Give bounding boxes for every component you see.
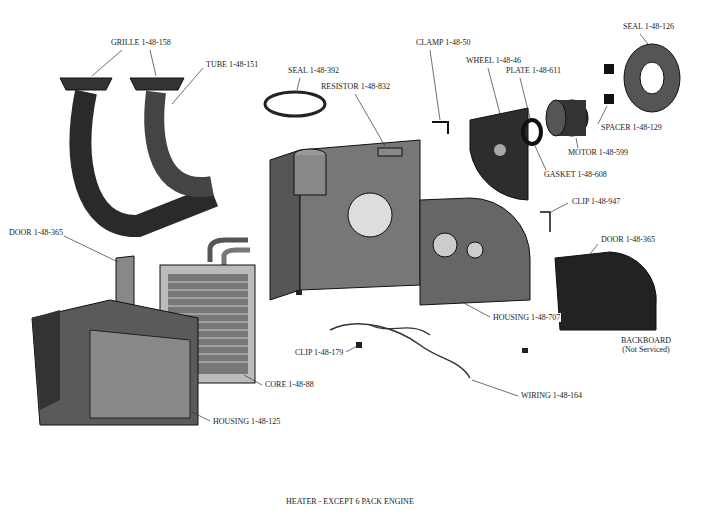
wheel [470,108,528,200]
part-label: CLIP 1-48-947 [571,197,621,206]
seal-ring [265,92,325,116]
clamp [432,122,448,134]
part-label: GASKET 1-48-608 [543,170,608,179]
wiring [330,324,470,378]
grille [130,78,184,90]
tube [154,92,212,187]
part-label: CORE 1-48-88 [264,380,315,389]
part-label: SEAL 1-48-126 [622,22,675,31]
caption: HEATER - EXCEPT 6 PACK ENGINE [286,497,414,506]
part-label: CLAMP 1-48-50 [415,38,472,47]
part-label: HOUSING 1-48-707 [492,313,561,322]
gasket [523,120,541,144]
part-label: RESISTOR 1-48-832 [320,82,391,91]
part-label: MOTOR 1-48-599 [567,148,629,157]
spacer [604,64,614,74]
grille [60,78,112,90]
seal [624,44,680,112]
clip [356,342,362,348]
part-label: DOOR 1-48-365 [600,235,656,244]
part-label: SEAL 1-48-392 [287,66,340,75]
part-label: SPACER 1-48-129 [600,123,663,132]
part-label: WHEEL 1-48-46 [465,56,522,65]
part-label: PLATE 1-48-611 [505,66,562,75]
part-label: TUBE 1-48-151 [205,60,259,69]
resistor [378,148,402,156]
part-label: GRILLE 1-48-158 [110,38,172,47]
part-label: HOUSING 1-48-125 [212,417,281,426]
part-label: CLIP 1-48-179 [294,348,344,357]
part-label: DOOR 1-48-365 [8,228,64,237]
part-label: WIRING 1-48-164 [520,391,583,400]
left-housing [32,300,198,425]
spacer [604,94,614,104]
note-label: BACKBOARD (Not Serviced) [612,336,680,354]
backboard [555,252,656,330]
leader-lines [64,34,648,421]
tube [81,92,214,226]
clip [540,212,550,232]
